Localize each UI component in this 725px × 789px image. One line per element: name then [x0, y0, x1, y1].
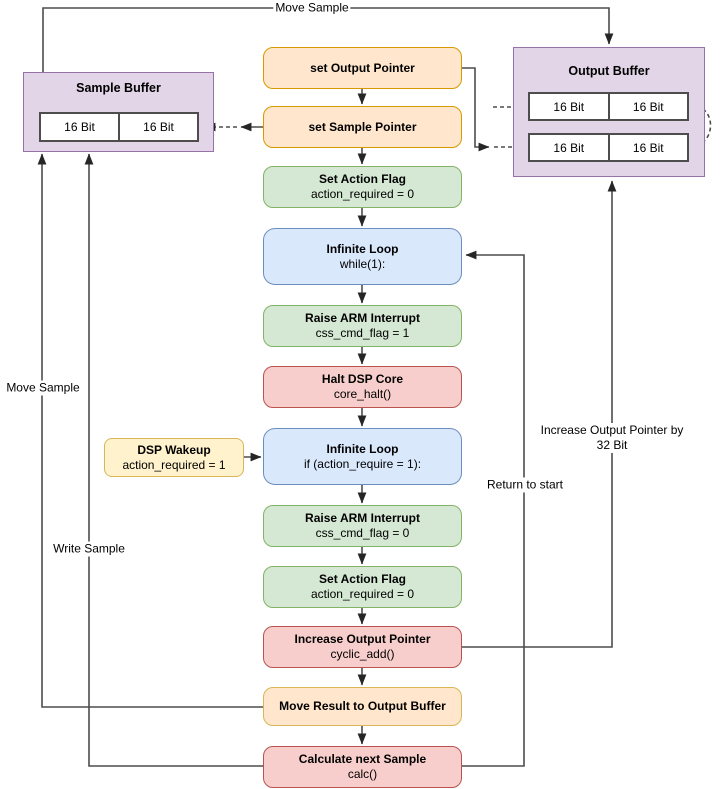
sample-buffer-title: Sample Buffer: [76, 81, 161, 95]
sample-buffer-cell: 16 Bit: [118, 114, 197, 140]
node-title: set Output Pointer: [310, 60, 415, 75]
node-title: Halt DSP Core: [321, 372, 404, 386]
node-code: css_cmd_flag = 1: [315, 326, 410, 340]
node-code: core_halt(): [333, 387, 392, 401]
node-move-result-to-output-buffer: Move Result to Output Buffer: [263, 687, 462, 726]
node-code: while(1):: [339, 256, 386, 271]
node-code: css_cmd_flag = 0: [315, 526, 410, 540]
node-title: Set Action Flag: [319, 172, 406, 186]
edge-move-sample-left: [37, 153, 263, 708]
node-dsp-wakeup: DSP Wakeup action_required = 1: [104, 438, 244, 477]
output-buffer-row-2: 16 Bit 16 Bit: [528, 133, 689, 162]
node-set-action-flag-1: Set Action Flag action_required = 0: [263, 166, 462, 208]
node-calculate-next-sample: Calculate next Sample calc(): [263, 746, 462, 788]
node-title: Raise ARM Interrupt: [305, 311, 420, 325]
node-title: Calculate next Sample: [298, 752, 427, 766]
output-buffer-cell: 16 Bit: [607, 94, 688, 119]
edge-label-move-sample-top: Move Sample: [273, 0, 351, 16]
node-title: DSP Wakeup: [137, 442, 211, 457]
node-title: Raise ARM Interrupt: [305, 511, 420, 525]
node-set-action-flag-2: Set Action Flag action_required = 0: [263, 566, 462, 608]
edge-label-return-to-start: Return to start: [484, 477, 566, 493]
node-title: Infinite Loop: [326, 241, 399, 256]
output-buffer-cell: 16 Bit: [553, 99, 585, 114]
node-code: action_required = 1: [122, 457, 226, 472]
edge-label-write-sample: Write Sample: [51, 541, 127, 557]
edge-label-move-sample-left: Move Sample: [4, 380, 82, 396]
node-title: set Sample Pointer: [308, 119, 417, 134]
edge-return-to-start: [462, 250, 525, 767]
output-buffer-row-1: 16 Bit 16 Bit: [528, 92, 689, 121]
output-buffer-cell: 16 Bit: [607, 135, 688, 160]
node-raise-arm-interrupt-2: Raise ARM Interrupt css_cmd_flag = 0: [263, 505, 462, 547]
sample-buffer-cell: 16 Bit: [64, 120, 95, 134]
output-buffer-cell: 16 Bit: [553, 140, 585, 155]
edge-label-increase-by-32: Increase Output Pointer by 32 Bit: [535, 423, 689, 453]
node-infinite-loop-2: Infinite Loop if (action_require = 1):: [263, 428, 462, 485]
node-title: Set Action Flag: [319, 572, 406, 586]
edge-increase-by-32: [462, 180, 617, 648]
node-code: if (action_require = 1):: [303, 456, 422, 471]
node-title: Increase Output Pointer: [294, 632, 431, 646]
node-code: action_required = 0: [310, 587, 415, 601]
node-code: cyclic_add(): [330, 647, 395, 661]
node-set-output-pointer: set Output Pointer: [263, 47, 462, 89]
node-title: Move Result to Output Buffer: [279, 699, 446, 713]
node-halt-dsp-core: Halt DSP Core core_halt(): [263, 366, 462, 408]
edge-write-sample: [84, 153, 263, 767]
edge-set-output-pointer-solid: [462, 67, 490, 152]
node-infinite-loop-1: Infinite Loop while(1):: [263, 228, 462, 285]
node-title: Infinite Loop: [326, 441, 399, 456]
output-buffer-title: Output Buffer: [568, 64, 650, 78]
sample-buffer-cells: 16 Bit 16 Bit: [39, 112, 199, 142]
node-raise-arm-interrupt-1: Raise ARM Interrupt css_cmd_flag = 1: [263, 305, 462, 347]
node-code: action_required = 0: [310, 187, 415, 201]
node-set-sample-pointer: set Sample Pointer: [263, 106, 462, 148]
node-increase-output-pointer: Increase Output Pointer cyclic_add(): [263, 626, 462, 668]
node-code: calc(): [347, 767, 378, 781]
